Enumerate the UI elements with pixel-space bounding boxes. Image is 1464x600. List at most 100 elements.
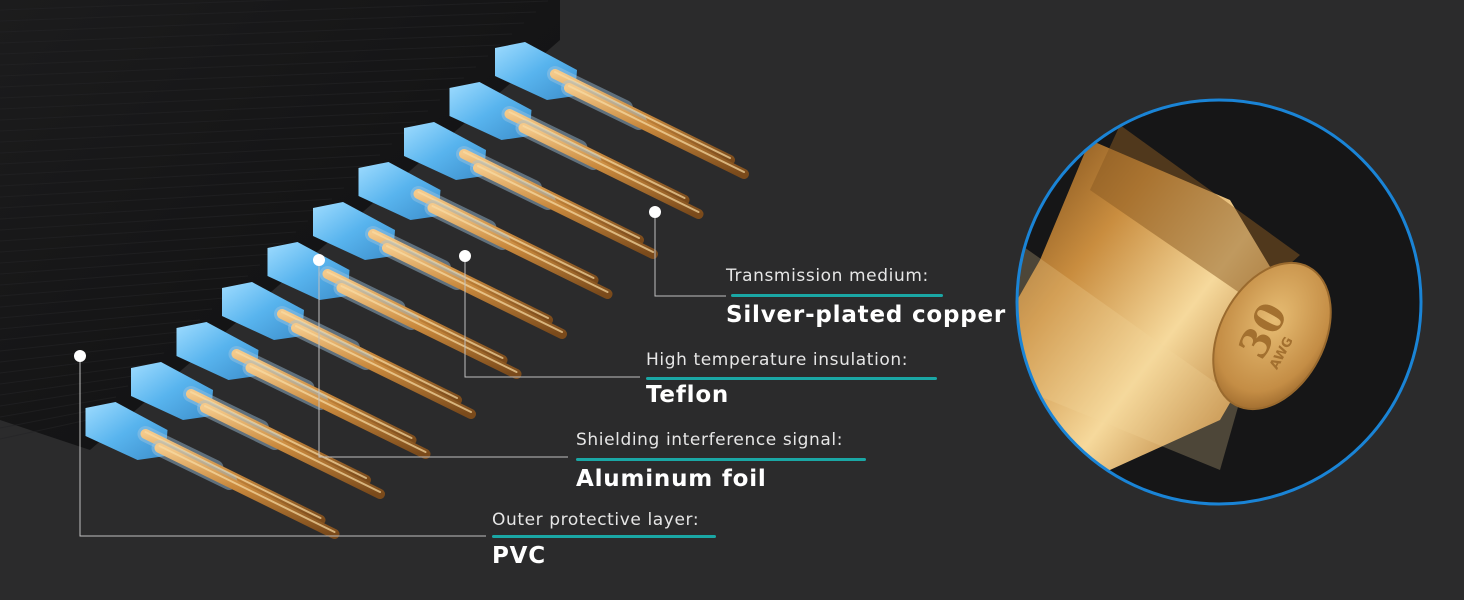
jacket-texture-line [0,286,237,308]
wire-pair [176,322,431,459]
conductor-highlight [158,445,336,533]
conductor-highlight [386,245,563,333]
jacket-texture-line [0,297,225,319]
cable-jacket [0,0,560,450]
jacket-texture-line [0,253,273,275]
label-value-teflon: Teflon [646,382,730,408]
wire-pair [358,162,613,299]
rod-end-cap [1213,262,1331,410]
conductor-highlight [340,285,518,373]
conductor-highlight [235,351,413,439]
label-value-foil: Aluminum foil [576,466,767,492]
jacket-texture-line [0,319,201,341]
copper-conductor [427,203,613,299]
underline-pvc [492,535,716,538]
wire-pair [222,282,476,419]
insulation-block [313,202,395,260]
insulation-block [131,362,213,420]
wire-pair [85,402,340,539]
jacket-texture-line [0,11,537,33]
jacket-texture-line [0,363,153,385]
conductor-highlight [281,311,458,399]
underline-teflon [646,377,937,380]
copper-conductor [413,189,599,285]
jacket-texture-line [0,385,129,407]
conductor-highlight [568,85,745,173]
conductor-highlight [477,165,654,253]
jacket-texture-line [0,176,357,198]
jacket-texture-line [0,55,489,77]
copper-conductor [154,443,340,539]
insulation-block [85,402,168,460]
jacket-texture-line [0,110,429,132]
conductor-highlight [204,405,381,493]
wire-pair [449,82,704,219]
jacket-texture-line [0,132,405,154]
conductor-highlight [372,231,549,319]
jacket-texture-line [0,308,213,330]
jacket-texture-line [0,0,549,22]
jacket-texture-line [0,121,417,143]
zoom-circle: 30 AWG [1015,98,1423,506]
jacket-texture-line [0,396,117,418]
jacket-texture-line [0,209,321,231]
callout-dot-copper [649,206,661,218]
insulation-block [267,242,350,300]
copper-conductor [200,403,385,499]
conductor-highlight [463,151,640,239]
conductor-highlight [295,325,472,413]
callout-line-teflon [464,256,640,378]
copper-conductor [231,349,417,445]
copper-conductor [518,123,704,219]
jacket-texture-line [0,33,513,55]
wire-pair [267,242,522,379]
wire-pair [313,202,567,339]
jacket-texture-line [0,220,309,242]
underline-foil [576,458,866,461]
jacket-texture-line [0,418,93,440]
label-title-teflon: High temperature insulation: [646,350,909,370]
callout-dot-foil [313,254,325,266]
wire-pair [131,362,385,499]
label-title-copper: Transmission medium: [726,266,929,286]
copper-conductor [473,163,658,259]
insulation-block [495,42,577,100]
conductor-highlight [190,391,367,479]
jacket-texture-line [0,275,249,297]
copper-conductor [291,323,476,419]
insulation-block [222,282,304,340]
copper-conductor [564,83,749,179]
jacket-texture-line [0,330,189,352]
label-value-copper: Silver-plated copper [726,302,1007,328]
jacket-texture-line [0,154,381,176]
copper-conductor [382,243,567,339]
insulation-block [176,322,259,380]
jacket-texture-line [0,77,465,99]
jacket-texture-line [0,22,525,44]
jacket-texture-line [0,0,295,11]
conductor-highlight [508,111,686,199]
conductor-highlight [431,205,609,293]
wire-pair [404,122,658,259]
conductor-highlight [144,431,322,519]
jacket-texture-line [0,99,441,121]
jacket-texture-line [0,374,141,396]
copper-conductor [245,363,431,459]
label-value-pvc: PVC [492,543,546,569]
callout-line-copper [654,212,726,297]
conductor-highlight [249,365,427,453]
jacket-texture-line [0,165,369,187]
jacket-texture-line [0,143,393,165]
callout-dot-pvc [74,350,86,362]
conductor-highlight [417,191,595,279]
copper-conductor [336,283,522,379]
label-title-foil: Shielding interference signal: [576,430,844,450]
conductor-highlight [326,271,504,359]
callout-line-foil [318,260,568,458]
insulation-block [358,162,441,220]
copper-conductor [186,389,371,485]
conductor-highlight [522,125,700,213]
copper-conductor [550,69,735,165]
copper-conductor [140,429,326,525]
